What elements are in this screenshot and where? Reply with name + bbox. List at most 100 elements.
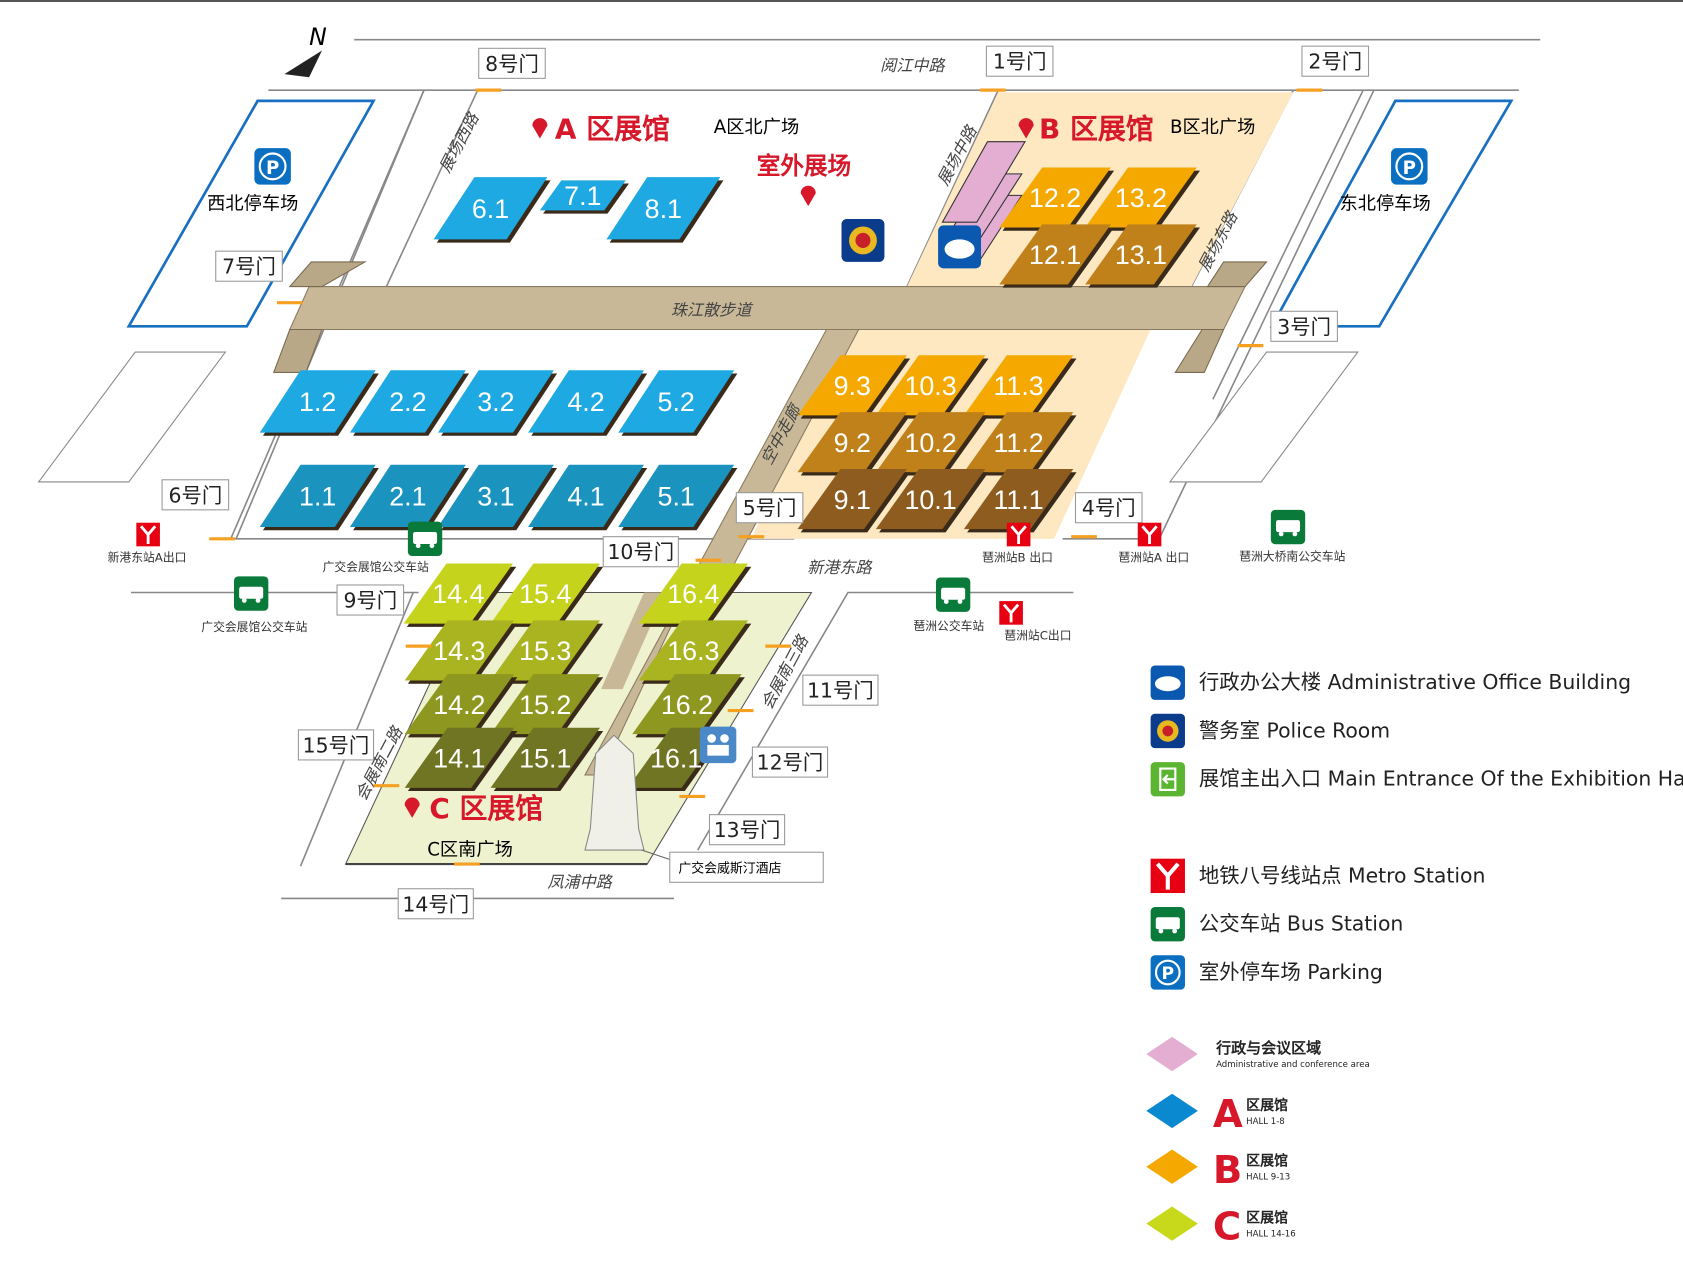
gate-9[interactable]: 10号门	[602, 536, 679, 568]
bus-station[interactable]: 广交会展馆公交车站	[323, 521, 443, 574]
svg-text:P: P	[1403, 158, 1416, 179]
hall-16-3[interactable]: 16.3	[638, 620, 752, 684]
hall-3-1[interactable]: 3.1	[437, 464, 558, 531]
hall-11-1[interactable]: 11.1	[963, 469, 1077, 533]
bus-station[interactable]: 琶洲公交车站	[913, 577, 984, 633]
area-sub: HALL 1-8	[1246, 1117, 1285, 1127]
gate-10[interactable]: 9号门	[336, 584, 405, 616]
hall-3-2[interactable]: 3.2	[437, 370, 558, 436]
metro-station[interactable]: 琶洲站B 出口	[982, 522, 1053, 565]
hall-shape	[528, 464, 645, 528]
gate-5[interactable]: 3号门	[1270, 310, 1338, 342]
hall-label: 9.3	[834, 371, 871, 401]
legend-label: 警务室 Police Room	[1199, 718, 1390, 742]
gate-11[interactable]: 11号门	[802, 674, 879, 706]
hall-label: 9.2	[834, 428, 871, 458]
metro-station[interactable]: 琶洲站A 出口	[1118, 522, 1189, 565]
gate-label: 5号门	[743, 496, 797, 520]
hall-7-1[interactable]: 7.1	[539, 180, 629, 214]
gate-13[interactable]: 12号门	[751, 746, 829, 778]
hotel-label: 广交会威斯汀酒店	[678, 861, 781, 877]
hall-14-1[interactable]: 14.1	[404, 727, 518, 792]
hall-12-1[interactable]: 12.1	[999, 224, 1115, 288]
gate-15[interactable]: 14号门	[397, 888, 474, 920]
hall-shape	[1085, 167, 1197, 228]
legend-label: 公交车站 Bus Station	[1199, 912, 1403, 936]
parking-lot-west[interactable]	[126, 99, 376, 328]
gate-12[interactable]: 15号门	[297, 729, 375, 761]
bus-station-label: 琶洲大桥南公交车站	[1239, 549, 1345, 563]
gate-7[interactable]: 5号门	[735, 492, 804, 524]
hall-5-2[interactable]: 5.2	[618, 370, 738, 436]
hall-9-3[interactable]: 9.3	[797, 355, 911, 419]
gate-14[interactable]: 13号门	[708, 814, 786, 846]
hall-shape	[490, 620, 600, 681]
hall-shape	[638, 563, 749, 624]
hall-15-1[interactable]: 15.1	[490, 727, 604, 792]
hall-9-2[interactable]: 9.2	[797, 412, 911, 476]
hall-2-2[interactable]: 2.2	[349, 370, 470, 436]
hall-4-2[interactable]: 4.2	[528, 370, 648, 436]
hall-shape	[875, 412, 986, 473]
hall-15-3[interactable]: 15.3	[490, 620, 604, 684]
hall-12-2[interactable]: 12.2	[999, 167, 1115, 231]
info-desk-icon[interactable]	[699, 726, 737, 764]
hall-15-4[interactable]: 15.4	[490, 563, 604, 627]
hall-label: 11.3	[993, 371, 1043, 401]
hall-16-2[interactable]: 16.2	[632, 674, 745, 738]
hall-5-1[interactable]: 5.1	[618, 464, 738, 531]
legend-item: 警务室 Police Room	[1150, 713, 1390, 749]
hall-14-4[interactable]: 14.4	[403, 563, 517, 627]
hall-13-2[interactable]: 13.2	[1085, 167, 1200, 231]
zone-b-title: B 区展馆	[1018, 112, 1154, 145]
hall-11-3[interactable]: 11.3	[963, 355, 1077, 419]
gate-label: 4号门	[1082, 496, 1136, 520]
metro-station[interactable]: 新港东站A出口	[108, 522, 187, 565]
hall-shape	[437, 464, 554, 528]
area-title: 行政与会议区域	[1215, 1039, 1321, 1057]
hall-1-2[interactable]: 1.2	[259, 370, 379, 436]
gate-8[interactable]: 4号门	[1074, 492, 1143, 524]
metro-icon	[1137, 522, 1162, 547]
hall-9-1[interactable]: 9.1	[797, 469, 911, 533]
gate-6[interactable]: 6号门	[161, 479, 230, 511]
hall-label: 15.1	[519, 743, 571, 773]
metro-station[interactable]: 琶洲站C出口	[999, 601, 1072, 643]
gate-4[interactable]: 7号门	[215, 250, 283, 282]
hall-6-1[interactable]: 6.1	[433, 177, 551, 243]
parking-lot-east[interactable]	[1269, 99, 1514, 328]
hall-1-1[interactable]: 1.1	[259, 464, 379, 531]
gate-1[interactable]: 8号门	[478, 47, 546, 79]
bus-station[interactable]: 广交会展馆公交车站	[201, 576, 308, 634]
hall-14-3[interactable]: 14.3	[404, 620, 518, 684]
hall-2-1[interactable]: 2.1	[349, 464, 470, 531]
gate-2[interactable]: 1号门	[985, 45, 1054, 77]
admin-office-icon[interactable]	[938, 225, 982, 269]
hall-label: 12.1	[1029, 240, 1081, 270]
hall-16-4[interactable]: 16.4	[638, 563, 752, 627]
hall-11-2[interactable]: 11.2	[963, 412, 1077, 476]
bus-station[interactable]: 琶洲大桥南公交车站	[1239, 509, 1346, 563]
bus-icon	[935, 577, 971, 612]
hall-shape	[963, 469, 1074, 530]
hall-8-1[interactable]: 8.1	[606, 177, 724, 243]
gate-3[interactable]: 2号门	[1301, 45, 1370, 77]
hall-label: 5.2	[658, 387, 695, 417]
hall-14-2[interactable]: 14.2	[404, 674, 518, 738]
hall-4-1[interactable]: 4.1	[528, 464, 648, 531]
pearl-river-walkway[interactable]	[288, 286, 1246, 331]
police-room-icon[interactable]	[841, 218, 885, 262]
metro-icon	[136, 522, 160, 547]
northeast-parking-label: 东北停车场	[1340, 193, 1431, 214]
hall-10-1[interactable]: 10.1	[875, 469, 989, 533]
legend-label: 行政办公大楼 Administrative Office Building	[1199, 670, 1631, 694]
road-yuejiang: 阅江中路	[880, 56, 946, 75]
hall-13-1[interactable]: 13.1	[1085, 224, 1200, 288]
hall-shape	[404, 674, 515, 735]
hall-10-3[interactable]: 10.3	[875, 355, 989, 419]
hall-15-2[interactable]: 15.2	[490, 674, 604, 738]
hall-10-2[interactable]: 10.2	[875, 412, 989, 476]
area-letter: A	[1213, 1092, 1243, 1137]
